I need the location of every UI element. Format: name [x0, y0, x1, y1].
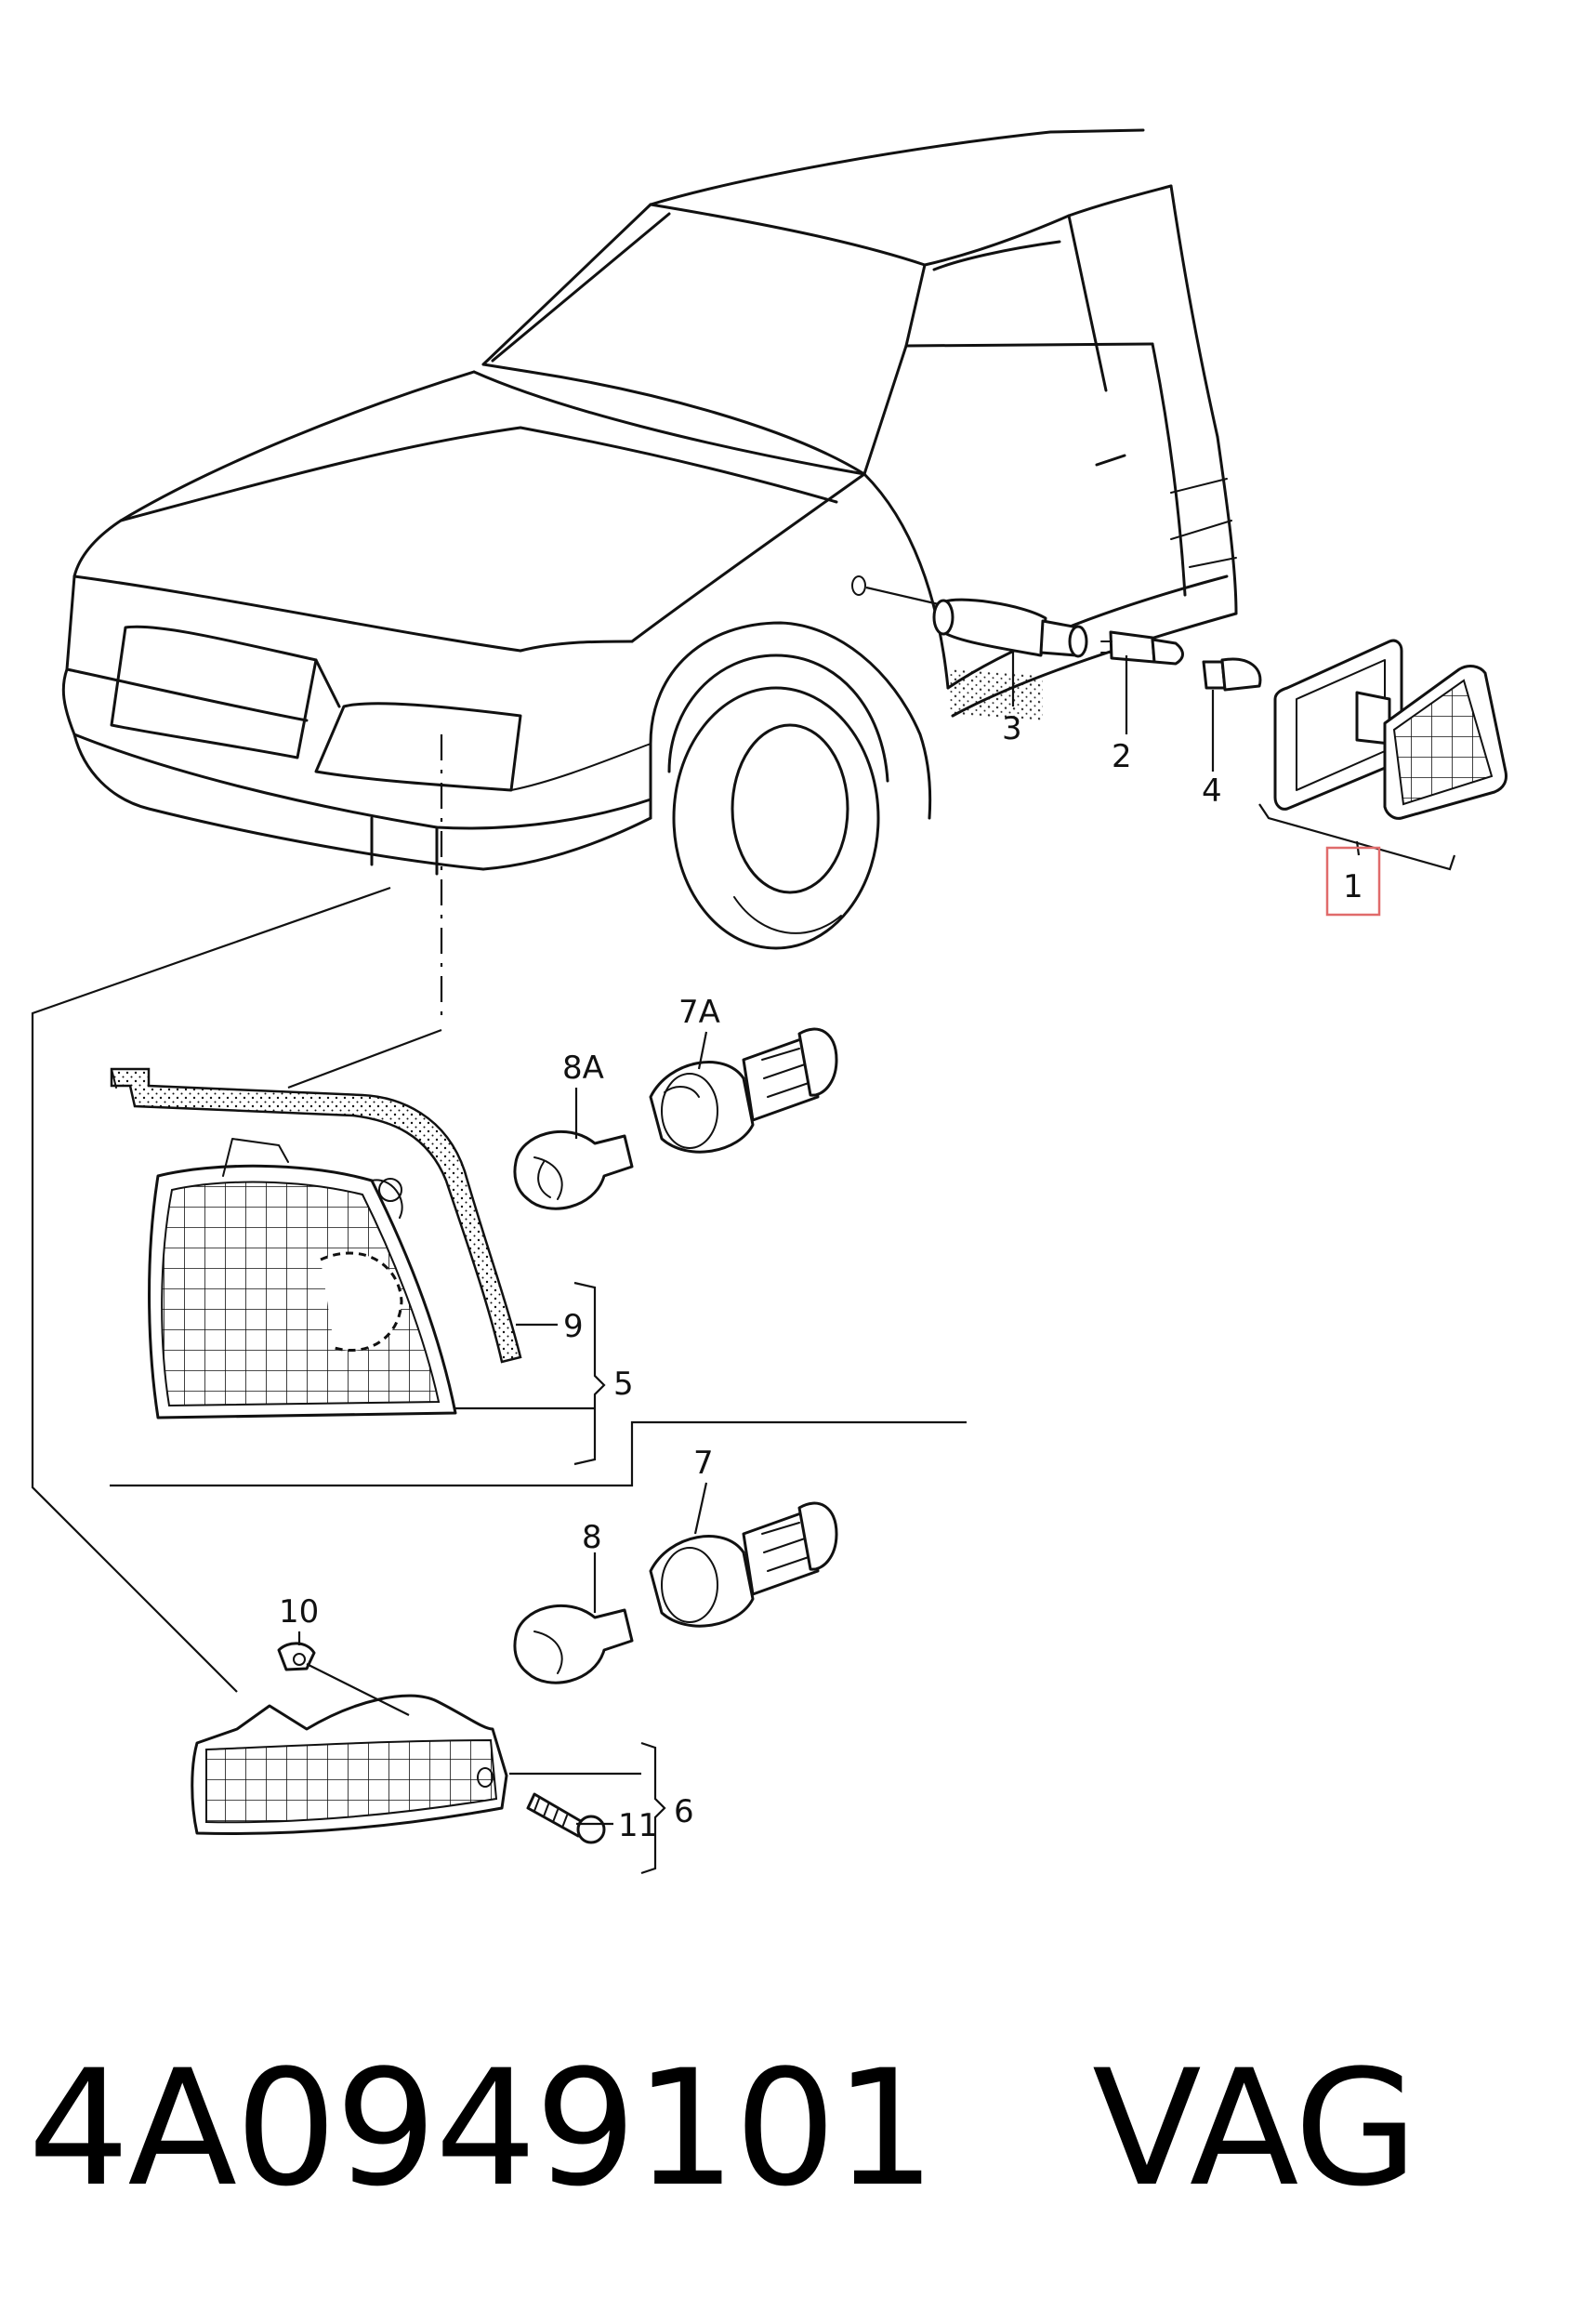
part-number: 4A0949101: [28, 2035, 936, 2222]
callout-5: 5: [613, 1366, 634, 1403]
callout-2: 2: [1112, 738, 1132, 775]
callout-9: 9: [563, 1308, 584, 1345]
callout-8: 8: [582, 1519, 602, 1556]
callout-7a: 7A: [678, 994, 720, 1031]
callout-6: 6: [674, 1793, 694, 1830]
leader-lines: [31, 651, 1215, 1875]
callout-7: 7: [693, 1445, 714, 1482]
callout-highlight-box: [1325, 846, 1381, 917]
callout-4: 4: [1202, 772, 1222, 810]
callout-1: 1: [1343, 868, 1363, 905]
footer: 4A0949101 VAG: [28, 2036, 1571, 2222]
side-marker-assembly: [851, 575, 1507, 871]
corner-lamp-assembly: [110, 1067, 967, 1487]
callout-11: 11: [618, 1807, 658, 1844]
car-body: [61, 128, 1238, 950]
callout-3: 3: [1002, 710, 1022, 747]
bumper-lamp-assembly: [191, 1501, 838, 1844]
bulb-holders-upper: [513, 1027, 838, 1210]
brand-name: VAG: [1092, 2035, 1418, 2222]
callout-10: 10: [279, 1593, 319, 1631]
callout-8a: 8A: [562, 1050, 604, 1087]
